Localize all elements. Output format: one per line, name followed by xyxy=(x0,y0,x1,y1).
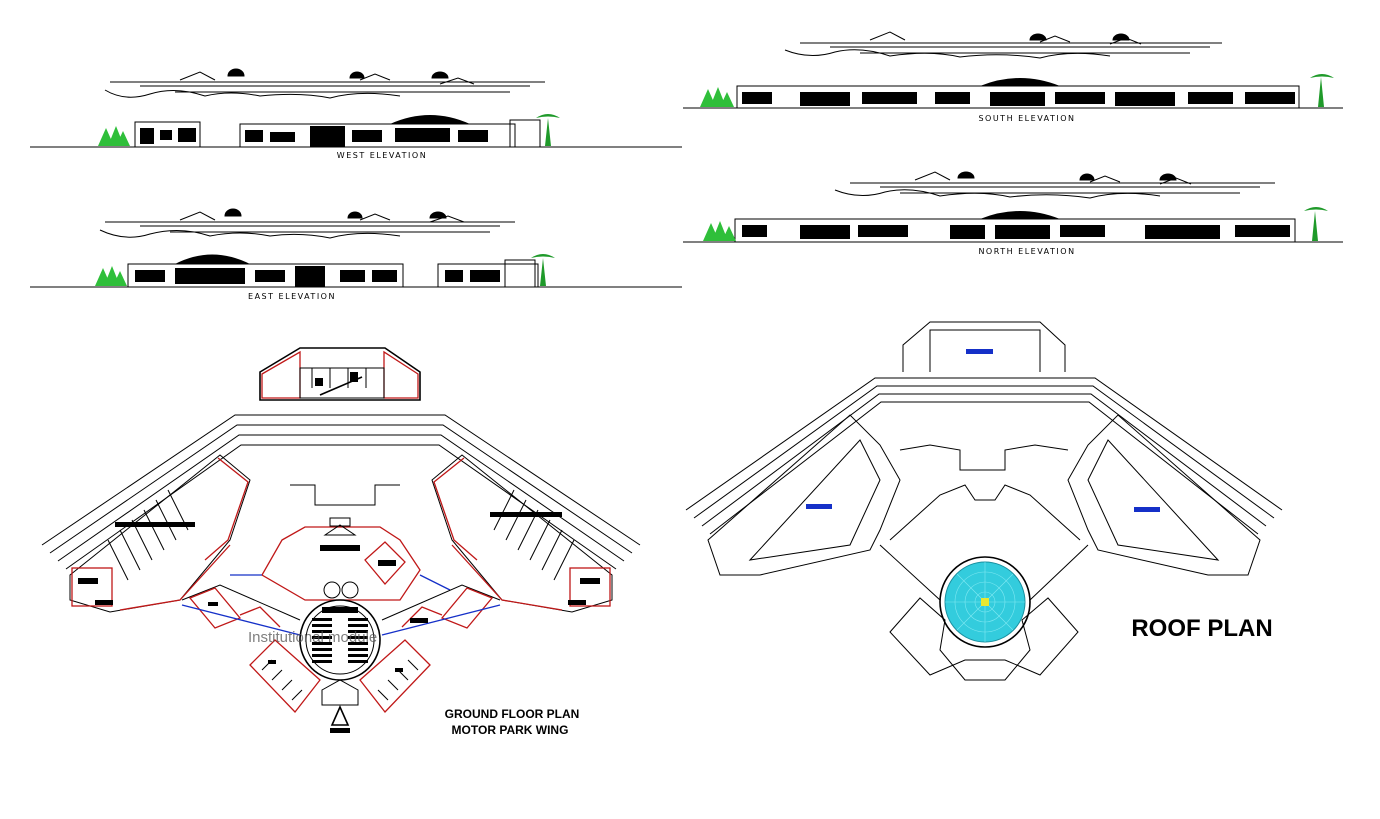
east-elevation-trees xyxy=(95,254,555,286)
motor-park-wing-subtitle: MOTOR PARK WING xyxy=(452,723,569,737)
south-elevation-clouds xyxy=(784,31,1222,59)
roof-plan: ROOF PLAN xyxy=(685,321,1283,681)
roof-perimeter-bands xyxy=(685,377,1283,535)
east-elevation-building xyxy=(30,254,682,288)
south-elevation-building xyxy=(683,78,1343,109)
roof-lower-wings xyxy=(889,597,1079,681)
north-elevation-building xyxy=(683,211,1343,243)
east-elevation-clouds xyxy=(99,208,515,239)
ground-floor-plan-title: GROUND FLOOR PLAN xyxy=(445,707,580,721)
roof-marker-left xyxy=(806,504,832,509)
west-elevation-building xyxy=(30,115,682,148)
right-wing xyxy=(431,454,613,613)
south-elevation-trees xyxy=(700,74,1334,107)
south-elevation: SOUTH ELEVATION xyxy=(683,31,1343,123)
roof-dome xyxy=(939,556,1031,648)
north-elevation-label: NORTH ELEVATION xyxy=(978,247,1075,256)
east-elevation-label: EAST ELEVATION xyxy=(248,292,336,301)
roof-marker-top xyxy=(966,349,993,354)
south-elevation-label: SOUTH ELEVATION xyxy=(978,114,1075,123)
roof-marker-right xyxy=(1134,507,1160,512)
east-elevation: EAST ELEVATION xyxy=(30,208,682,301)
entrance-pavilion xyxy=(259,347,421,401)
west-elevation-label: WEST ELEVATION xyxy=(337,151,427,160)
roof-plan-title: ROOF PLAN xyxy=(1131,615,1272,642)
plan-overlay-text: Institutional module xyxy=(248,629,377,646)
lateral-corridors xyxy=(181,584,501,636)
central-block xyxy=(230,484,451,601)
west-elevation-trees xyxy=(98,108,560,146)
roof-wings xyxy=(707,414,1261,601)
west-elevation-clouds xyxy=(104,68,545,99)
west-elevation: WEST ELEVATION xyxy=(30,68,682,160)
north-elevation-trees xyxy=(703,207,1328,241)
lower-wings xyxy=(249,639,431,713)
roof-top-pavilion xyxy=(902,321,1066,372)
bottom-entrance xyxy=(321,679,359,733)
north-elevation: NORTH ELEVATION xyxy=(683,171,1343,256)
north-elevation-clouds xyxy=(834,171,1275,199)
left-wing xyxy=(69,454,251,613)
ground-floor-plan: Institutional module GROUND FLOOR PLAN M… xyxy=(41,347,641,737)
